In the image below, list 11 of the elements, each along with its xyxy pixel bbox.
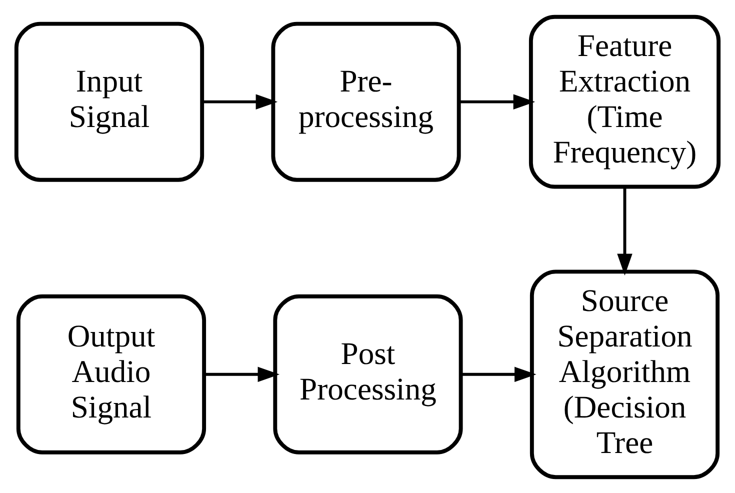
- node-box: Source Separation Algorithm (Decision Tree: [530, 269, 720, 479]
- arrow: [459, 94, 536, 109]
- node-box: Pre-processing: [271, 21, 461, 182]
- node-box: Input Signal: [14, 21, 204, 182]
- arrow: [204, 366, 280, 382]
- node-box: Feature Extraction (Time Frequency): [528, 14, 721, 188]
- arrow: [461, 366, 536, 382]
- arrow: [202, 94, 278, 109]
- arrow: [617, 186, 632, 275]
- node-box: Post Processing: [273, 294, 463, 454]
- node-box: Output Audio Signal: [16, 294, 206, 454]
